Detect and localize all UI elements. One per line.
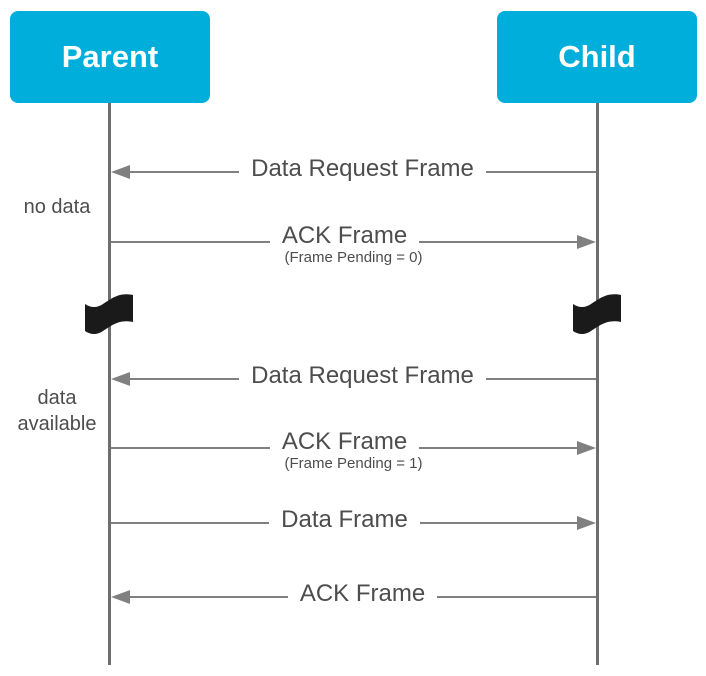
message-line <box>111 447 270 449</box>
message-subtitle: (Frame Pending = 0) <box>284 249 423 266</box>
message-line <box>129 596 288 598</box>
message-label: Data Frame <box>281 506 408 533</box>
message-line <box>419 522 579 524</box>
flag-icon <box>85 294 133 334</box>
message-line <box>111 522 270 524</box>
arrowhead-left-icon <box>111 165 130 179</box>
message-line <box>419 447 579 449</box>
actor-label-parent: Parent <box>61 39 159 74</box>
side-note-no-data: no data <box>23 196 91 218</box>
arrowhead-left-icon <box>111 372 130 386</box>
message-line <box>437 596 597 598</box>
message-line <box>485 171 597 173</box>
lifeline-parent <box>108 103 111 665</box>
message-label: Data Request Frame <box>251 155 474 182</box>
lifeline-child <box>596 103 599 665</box>
message-subtitle: (Frame Pending = 1) <box>284 455 423 472</box>
actor-box-parent: Parent <box>10 11 210 103</box>
arrowhead-right-icon <box>577 516 597 530</box>
arrowhead-right-icon <box>577 235 597 249</box>
message-line <box>485 378 597 380</box>
message-line <box>129 171 240 173</box>
message-label: ACK Frame <box>281 222 408 249</box>
flag-icon <box>573 294 621 334</box>
arrowhead-left-icon <box>111 590 130 604</box>
message-label: ACK Frame <box>299 580 426 607</box>
actor-label-child: Child <box>558 39 636 74</box>
message-line <box>419 241 579 243</box>
actor-box-child: Child <box>497 11 697 103</box>
message-label: ACK Frame <box>281 428 408 455</box>
side-note-data-available: data available <box>17 387 97 435</box>
arrowhead-right-icon <box>577 441 597 455</box>
message-line <box>129 378 240 380</box>
message-line <box>111 241 270 243</box>
message-label: Data Request Frame <box>251 362 474 389</box>
